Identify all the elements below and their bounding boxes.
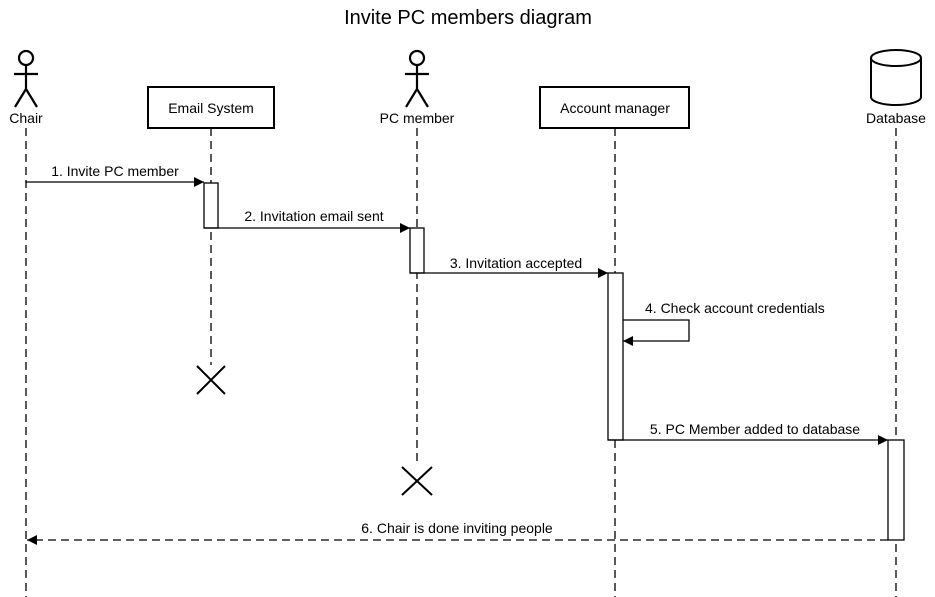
actor-icon (405, 49, 429, 108)
message-5: 5. PC Member added to database (608, 421, 888, 445)
message-1: 1. Invite PC member (25, 163, 204, 187)
activation-pc-member (409, 227, 425, 274)
message-3: 3. Invitation accepted (410, 255, 608, 278)
message-4: 4. Check account credentials (623, 300, 825, 346)
message-label: 3. Invitation accepted (450, 255, 582, 271)
diagram-title: Invite PC members diagram (344, 7, 592, 29)
activation-bars (203, 182, 905, 541)
message-label: 1. Invite PC member (51, 163, 179, 179)
message-label: 6. Chair is done inviting people (361, 520, 553, 536)
participant-label: Database (866, 110, 926, 126)
participant-database: Database (866, 49, 926, 126)
termination-email-system (196, 365, 226, 395)
message-2: 2. Invitation email sent (204, 208, 410, 233)
participant-email-system: Email System (147, 86, 275, 129)
participant-pc-member: PC member (380, 49, 455, 126)
participant-chair: Chair (9, 49, 43, 126)
database-icon (870, 49, 922, 106)
message-label: 2. Invitation email sent (244, 208, 383, 224)
message-label: 5. PC Member added to database (650, 421, 860, 437)
activation-account-manager (607, 272, 624, 441)
actor-icon (14, 49, 38, 108)
participant-label: Email System (168, 100, 254, 116)
activation-email-system (203, 182, 219, 229)
participant-label: PC member (380, 110, 455, 126)
participant-label: Chair (9, 110, 43, 126)
participant-account-manager: Account manager (539, 86, 690, 129)
termination-pc-member (401, 466, 433, 496)
activation-database (887, 439, 905, 541)
message-label: 4. Check account credentials (645, 300, 825, 316)
participant-label: Account manager (560, 100, 670, 116)
message-6: 6. Chair is done inviting people (27, 520, 888, 545)
